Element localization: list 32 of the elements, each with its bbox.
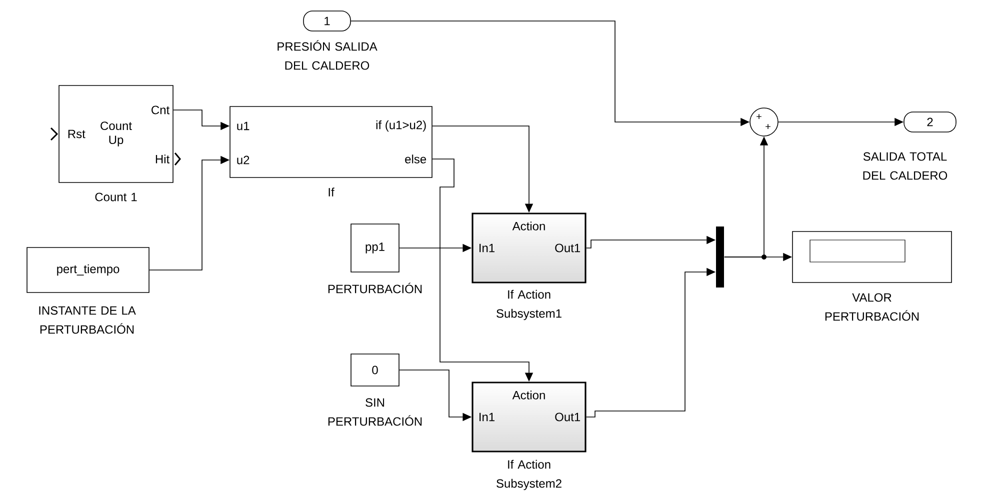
block-label: Count Up	[100, 122, 132, 146]
sign-label: +	[756, 114, 762, 119]
port-label: if (u1>u2)	[376, 120, 426, 132]
port-label: In1	[480, 412, 494, 422]
constant-block: 0	[350, 354, 400, 386]
constant-block: pp1	[350, 224, 400, 272]
block-caption: SIN PERTURBACIÓN	[328, 398, 422, 426]
sign-label: +	[766, 124, 770, 129]
block-caption: Count 1	[95, 192, 137, 202]
block-caption: If Action Subsystem2	[496, 460, 562, 490]
block-caption: SALIDA TOTAL DEL CALDERO	[863, 152, 948, 180]
port-label: u1	[237, 122, 250, 130]
block-caption: INSTANTE DE LA PERTURBACIÓN	[39, 306, 136, 334]
port-label: In1	[480, 244, 494, 252]
port-label: Cnt	[152, 106, 170, 114]
block-label: Action	[512, 222, 545, 230]
port-label: Out1	[555, 412, 580, 422]
block-caption: PRESIÓN SALIDA DEL CALDERO	[278, 40, 378, 70]
port-label: else	[405, 154, 426, 164]
port-label: Rst	[68, 130, 86, 138]
outport: 2	[904, 112, 956, 132]
inport: 1	[303, 10, 351, 32]
sum-block	[750, 108, 778, 136]
block-caption: If	[328, 188, 334, 196]
block-caption: VALOR PERTURBACIÓN	[825, 293, 919, 321]
block-caption: If Action Subsystem1	[496, 290, 562, 320]
port-label: u2	[237, 156, 250, 164]
port-label: Out1	[555, 244, 580, 252]
port-label: Hit	[156, 154, 170, 164]
block-label: Action	[512, 390, 545, 400]
constant-block: pert_tiempo	[26, 247, 150, 293]
block-caption: PERTURBACIÓN	[328, 282, 422, 294]
